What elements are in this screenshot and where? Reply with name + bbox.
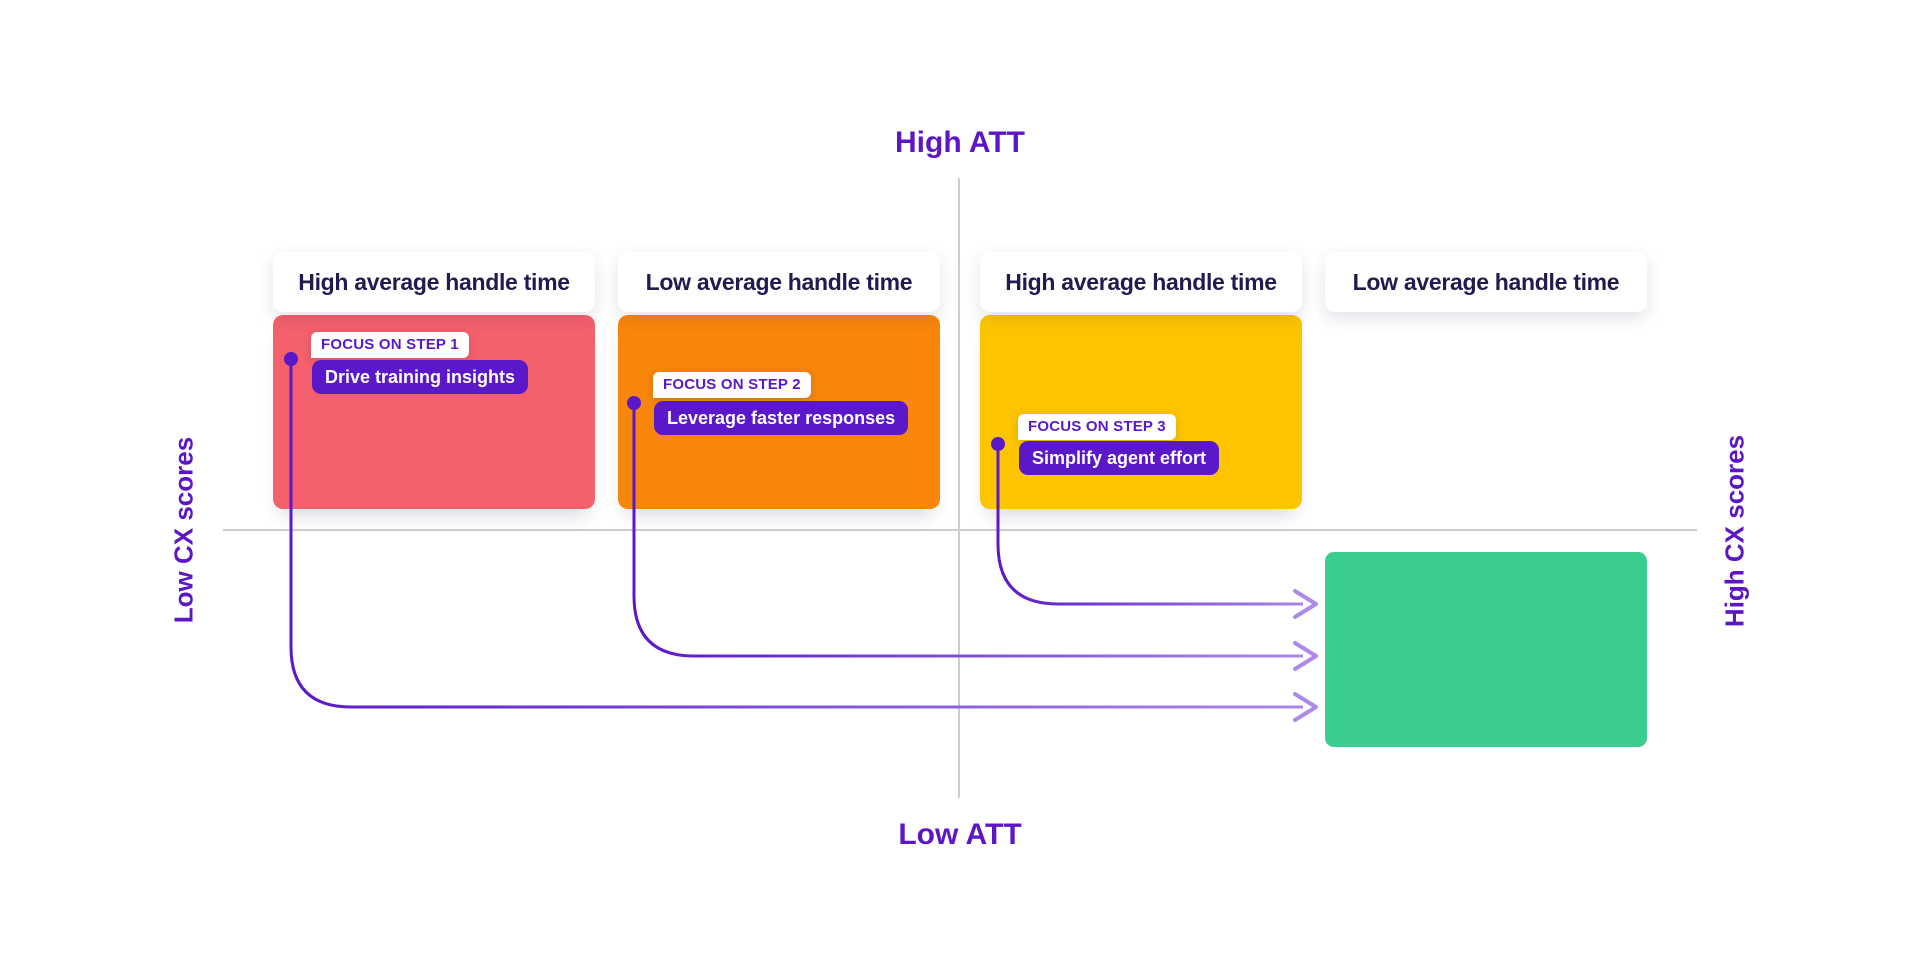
quadrant-header-2: Low average handle time <box>618 252 940 312</box>
quadrant-header-4: Low average handle time <box>1325 252 1647 312</box>
arrowhead-step-3 <box>1293 589 1318 619</box>
vertical-axis-line <box>958 178 960 798</box>
step-2-tag-badge: FOCUS ON STEP 2 <box>653 372 811 398</box>
arrowhead-step-2 <box>1293 641 1318 671</box>
axis-label-high-att: High ATT <box>895 126 1025 159</box>
step-3-tag-badge: FOCUS ON STEP 3 <box>1018 414 1176 440</box>
quadrant-header-3: High average handle time <box>980 252 1302 312</box>
axis-label-high-cx-scores: High CX scores <box>1719 434 1750 628</box>
quadrant-header-1: High average handle time <box>273 252 595 312</box>
panel-step-3-yellow <box>980 315 1302 509</box>
step-1-tag-badge: FOCUS ON STEP 1 <box>311 332 469 358</box>
step-2-action-badge: Leverage faster responses <box>654 401 909 435</box>
target-box-green <box>1325 552 1647 747</box>
axis-label-low-att: Low ATT <box>898 818 1022 851</box>
step-1-action-badge: Drive training insights <box>312 360 529 394</box>
axis-label-low-cx-scores: Low CX scores <box>168 436 199 624</box>
horizontal-axis-line <box>223 529 1697 531</box>
arrowhead-step-1 <box>1293 692 1318 722</box>
step-3-action-badge: Simplify agent effort <box>1019 441 1220 475</box>
